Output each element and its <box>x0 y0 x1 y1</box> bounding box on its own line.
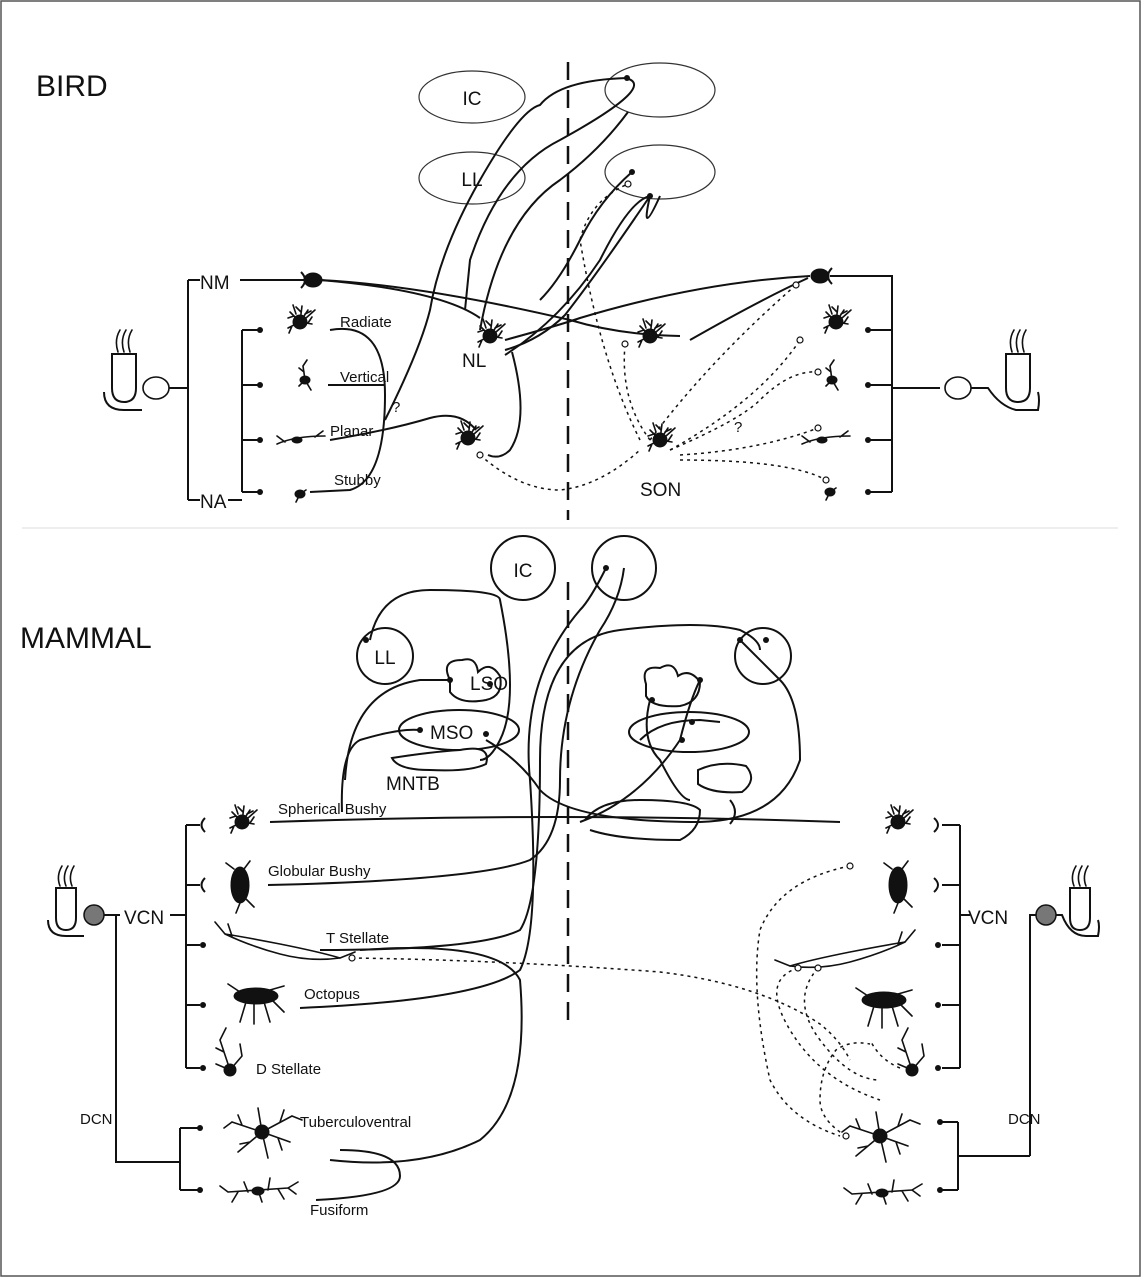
mammal-globular-bushy-cell-icon <box>226 861 254 913</box>
bird-right-cochlea-icon <box>945 330 1039 410</box>
bird-nm-cell-left-icon <box>301 272 322 288</box>
bird-son-cell-icon <box>648 423 675 451</box>
mammal-ll-label: LL <box>374 648 395 669</box>
bird-vertical-cell-icon <box>299 360 311 390</box>
bird-vertical-label: Vertical <box>340 369 389 386</box>
bird-stubby-right-icon <box>825 488 836 500</box>
mammal-tuberculoventral-cell-icon <box>224 1108 302 1158</box>
bird-son-cell-left-icon <box>456 421 483 449</box>
mammal-tuberculoventral-right-icon <box>842 1112 920 1162</box>
bird-right-ganglion-icon <box>945 377 971 399</box>
mammal-mntb-right <box>698 764 751 793</box>
mammal-d-stellate-cell-icon <box>216 1028 242 1076</box>
bird-left-ganglion-icon <box>143 377 169 399</box>
bird-ic-right <box>605 63 715 117</box>
mammal-fusiform-right-icon <box>844 1180 922 1204</box>
mammal-spherical-bushy-label: Spherical Bushy <box>278 801 387 818</box>
mammal-left-ganglion-icon <box>84 905 104 925</box>
mammal-mntb-label: MNTB <box>386 774 440 795</box>
mammal-d-stellate-label: D Stellate <box>256 1061 321 1078</box>
bird-nm-cell-right-icon <box>811 268 832 284</box>
bird-na-label: NA <box>200 492 227 513</box>
bird-heading: BIRD <box>36 70 108 103</box>
bird-vertical-right-icon <box>826 360 838 390</box>
mammal-octopus-right-icon <box>856 988 912 1028</box>
mammal-octopus-cell-icon <box>228 984 284 1024</box>
bird-left-cochlea-icon <box>104 330 169 410</box>
mammal-mso-label: MSO <box>430 723 473 744</box>
bird-ic-label: IC <box>463 89 482 110</box>
mammal-t-stellate-label: T Stellate <box>326 930 389 947</box>
mammal-fusiform-label: Fusiform <box>310 1202 368 1219</box>
bird-planar-right-icon <box>802 431 850 444</box>
bird-stubby-cell-icon <box>295 490 306 502</box>
mammal-dcn-label-right: DCN <box>1008 1111 1041 1128</box>
mammal-octopus-label: Octopus <box>304 986 360 1003</box>
bird-question-right: ? <box>734 419 742 436</box>
mammal-heading: MAMMAL <box>20 622 152 655</box>
mammal-ic-label: IC <box>514 561 533 582</box>
bird-planar-cell-icon <box>277 431 325 444</box>
mammal-left-cochlea-icon <box>48 866 84 936</box>
mammal-right-cochlea-icon <box>1056 866 1099 936</box>
bird-planar-label: Planar <box>330 423 373 440</box>
bird-nl-label: NL <box>462 351 486 372</box>
mammal-ll-right <box>735 628 791 684</box>
mammal-globular-bushy-label: Globular Bushy <box>268 863 371 880</box>
mammal-spherical-bushy-cell-icon <box>230 805 257 833</box>
mammal-globular-bushy-right-icon <box>884 861 912 913</box>
mammal-tuberculoventral-label: Tuberculoventral <box>300 1114 411 1131</box>
mammal-mntb-left <box>392 749 487 771</box>
mammal-fusiform-cell-icon <box>220 1178 298 1202</box>
mammal-t-stellate-right-icon <box>775 930 915 967</box>
bird-radiate-cell-icon <box>288 305 315 333</box>
bird-son-label: SON <box>640 480 681 501</box>
mammal-spherical-bushy-right-icon <box>886 805 913 833</box>
mammal-d-stellate-right-icon <box>898 1028 924 1076</box>
mammal-vcn-label-left: VCN <box>124 908 164 929</box>
mammal-vcn-label-right: VCN <box>968 908 1008 929</box>
mammal-dcn-label-left: DCN <box>80 1111 113 1128</box>
bird-nm-label: NM <box>200 273 230 294</box>
bird-radiate-right-icon <box>824 305 851 333</box>
mammal-right-ganglion-icon <box>1036 905 1056 925</box>
bird-ll-right <box>605 145 715 199</box>
